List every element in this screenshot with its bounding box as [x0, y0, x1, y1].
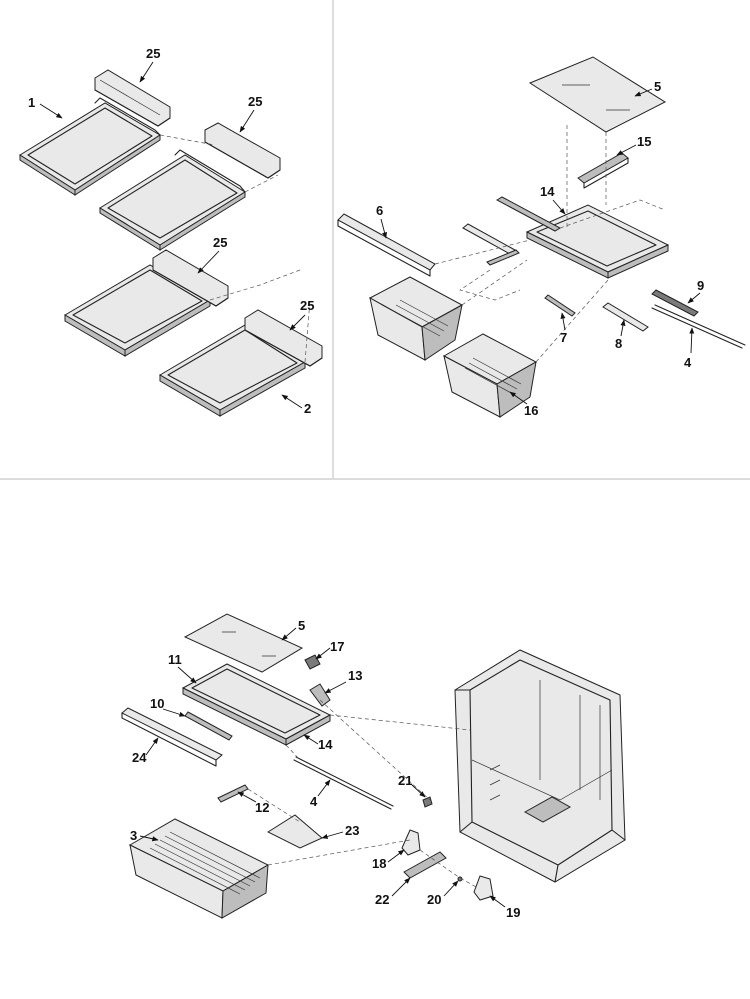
callout-12: 12	[255, 800, 269, 815]
callout-16: 16	[524, 403, 538, 418]
crisper-drawer-16	[442, 333, 538, 418]
callout-11: 11	[168, 652, 182, 667]
callout-5: 5	[654, 79, 661, 94]
bar-middle	[462, 223, 516, 255]
rail-9	[651, 289, 699, 317]
callout-14-lower: 14	[318, 737, 333, 752]
cover-trim-6	[337, 213, 436, 277]
rail-22	[403, 851, 447, 879]
callout-15: 15	[637, 134, 651, 149]
callout-25-d: 25	[300, 298, 314, 313]
bracket-18	[401, 829, 421, 856]
part-12	[217, 784, 249, 803]
callout-4-lower: 4	[310, 794, 318, 809]
callout-10: 10	[150, 696, 164, 711]
shelf-upper-left	[19, 97, 161, 196]
callout-2: 2	[304, 401, 311, 416]
callout-4: 4	[684, 355, 692, 370]
rod-4	[651, 304, 746, 349]
callout-19: 19	[506, 905, 520, 920]
pantry-cover-frame	[181, 663, 332, 746]
clip-7	[544, 294, 576, 317]
shelf-upper-right	[99, 149, 246, 251]
rail-15	[577, 152, 629, 189]
crisper-drawer-left	[368, 276, 464, 361]
callout-5-lower: 5	[298, 618, 305, 633]
bar-8	[602, 302, 649, 332]
part-21	[422, 796, 433, 808]
callout-14: 14	[540, 184, 555, 199]
callout-1: 1	[28, 95, 35, 110]
panel-pantry-drawer: 5 17 11 13 10 14 24 21 4 12 23 3 18 22 2…	[121, 613, 626, 920]
bracket-19	[473, 875, 494, 901]
part-23	[266, 814, 323, 849]
crisper-cover-frame	[525, 204, 670, 279]
panel-crisper-drawers: 5 15 14 6 9 7 8 4 16	[337, 56, 746, 418]
callout-25-c: 25	[213, 235, 227, 250]
glass-panel-5-lower	[183, 613, 304, 673]
callout-22: 22	[375, 892, 389, 907]
glass-panel-5-upper	[528, 56, 667, 133]
shelf-trim-2	[204, 122, 281, 179]
callout-24: 24	[132, 750, 147, 765]
drawer-trim-24	[121, 707, 223, 767]
rod-upper	[495, 196, 562, 232]
callout-6: 6	[376, 203, 383, 218]
bracket-13	[309, 683, 331, 707]
callout-9: 9	[697, 278, 704, 293]
callout-23: 23	[345, 823, 359, 838]
callout-7: 7	[560, 330, 567, 345]
callout-21: 21	[398, 773, 412, 788]
panel-shelves: 1 2 25 25 25 25	[19, 46, 323, 417]
callout-3: 3	[130, 828, 137, 843]
callout-25-b: 25	[248, 94, 262, 109]
shelf-trim-4	[244, 309, 323, 367]
callout-8: 8	[615, 336, 622, 351]
shelf-lower-left	[64, 264, 211, 357]
callout-13: 13	[348, 668, 362, 683]
clip-middle	[486, 249, 520, 266]
callout-17: 17	[330, 639, 344, 654]
part-10	[184, 711, 233, 741]
rod-4-lower	[293, 756, 394, 810]
fridge-cabinet-liner	[454, 649, 626, 883]
shelf-trim-3	[152, 249, 229, 307]
callout-18: 18	[372, 856, 386, 871]
pantry-drawer-3	[128, 818, 270, 919]
shelf-trim-1	[94, 69, 171, 127]
callout-20: 20	[427, 892, 441, 907]
callout-25-a: 25	[146, 46, 160, 61]
